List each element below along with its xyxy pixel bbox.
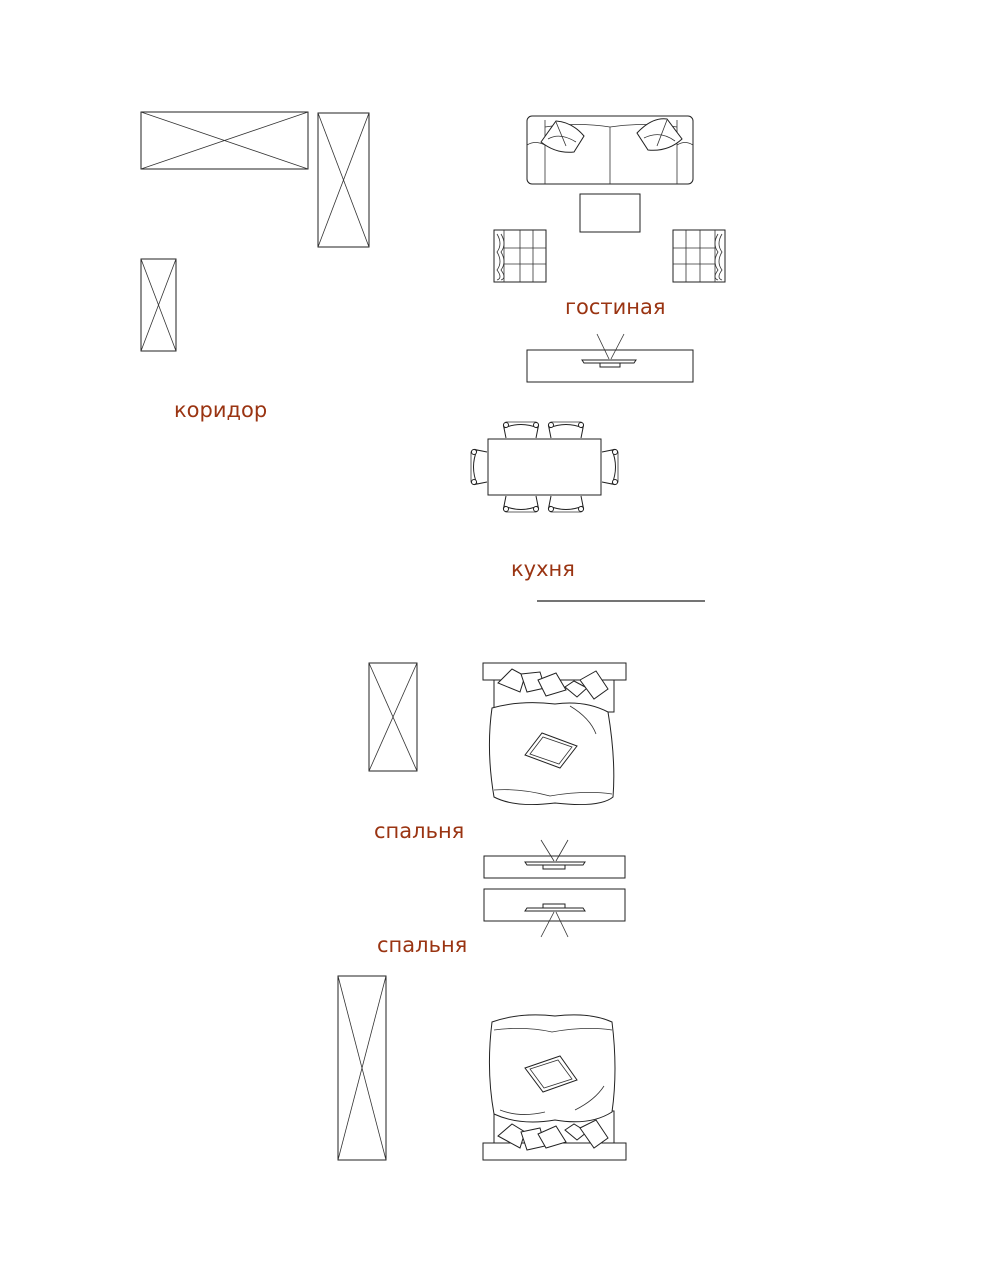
corridor-cabinet-icon — [140, 258, 177, 352]
tv-stand-icon — [483, 888, 626, 938]
sofa-cushion-icon — [636, 118, 683, 151]
corridor-wardrobe-horizontal-icon — [140, 111, 309, 170]
sofa-icon — [526, 115, 694, 185]
tv-stand-icon — [483, 839, 626, 879]
bedroom-wardrobe-icon — [368, 662, 418, 772]
tv-stand-icon — [526, 333, 694, 383]
bedroom-wardrobe-icon — [337, 975, 387, 1161]
chair-icon — [547, 421, 585, 439]
sofa-cushion-icon — [540, 120, 585, 153]
chair-icon — [601, 448, 619, 486]
chair-icon — [502, 421, 540, 439]
armchair-icon — [493, 229, 547, 283]
bed-pillow-icon — [524, 1055, 578, 1093]
corridor-wardrobe-vertical-icon — [317, 112, 370, 248]
room-label-bedroom-2: спальня — [377, 933, 468, 957]
room-label-corridor: коридор — [174, 398, 268, 422]
room-label-kitchen: кухня — [511, 557, 575, 581]
coffee-table-icon — [579, 193, 641, 233]
chair-icon — [547, 495, 585, 513]
double-bed-icon — [482, 662, 627, 805]
room-label-living-room: гостиная — [565, 295, 666, 319]
room-label-bedroom-1: спальня — [374, 819, 465, 843]
armchair-icon — [672, 229, 726, 283]
double-bed-icon — [482, 1014, 627, 1161]
bed-pillow-icon — [524, 732, 578, 769]
chair-icon — [470, 448, 488, 486]
dining-table-icon — [487, 438, 602, 496]
chair-icon — [502, 495, 540, 513]
